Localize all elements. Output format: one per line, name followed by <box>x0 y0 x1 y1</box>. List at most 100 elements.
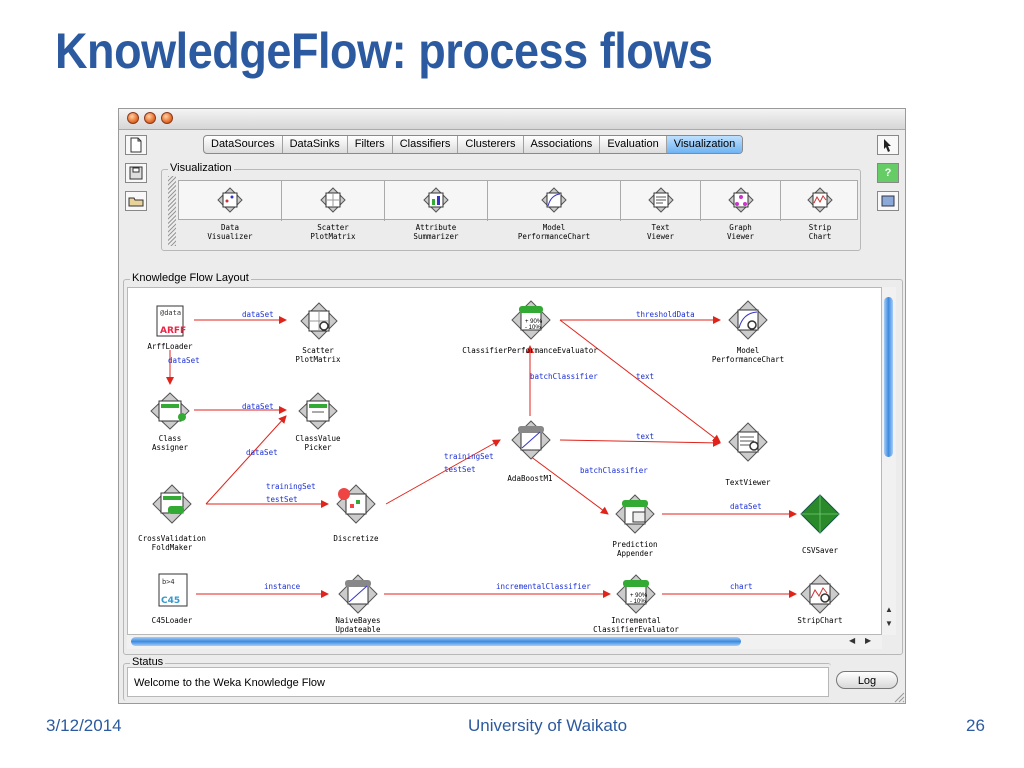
node-label: Prediction Appender <box>612 540 658 558</box>
status-field: Welcome to the Weka Knowledge Flow <box>127 667 829 697</box>
log-button[interactable]: Log <box>836 671 898 689</box>
save-disk-icon <box>129 166 143 180</box>
arrow-pointer-icon <box>884 139 891 152</box>
connection-label: trainingSet <box>444 452 494 461</box>
tool-label: Model PerformanceChart <box>517 223 591 241</box>
connection-label: batchClassifier <box>530 372 598 381</box>
tool-data-visualizer[interactable]: Data Visualizer <box>179 181 282 241</box>
tool-model-performance-chart[interactable]: Model PerformanceChart <box>488 181 621 241</box>
tool-attribute-summarizer[interactable]: Attribute Summarizer <box>385 181 488 241</box>
attribute-summarizer-icon <box>423 187 449 213</box>
strip-chart-icon <box>807 187 833 213</box>
node-label: C45Loader <box>151 616 193 625</box>
resize-grip-icon[interactable] <box>893 691 905 703</box>
node-label: AdaBoostM1 <box>507 474 553 483</box>
svg-text:- 10%: - 10% <box>525 325 541 331</box>
node-label: NaiveBayes Updateable <box>335 616 381 634</box>
connection-label: dataSet <box>168 356 200 365</box>
save-layout-button[interactable] <box>125 163 147 183</box>
tab-evaluation[interactable]: Evaluation <box>600 136 667 153</box>
palette-grip[interactable] <box>168 176 176 246</box>
node-label: Scatter PlotMatrix <box>295 346 341 364</box>
footer-date: 3/12/2014 <box>46 716 122 735</box>
data-visualizer-icon <box>217 187 243 213</box>
tab-classifiers[interactable]: Classifiers <box>393 136 459 153</box>
scatter-plot-matrix-icon[interactable] <box>300 302 338 340</box>
incremental-evaluator-icon[interactable]: + 90%- 10% <box>616 574 656 614</box>
horizontal-scroll-thumb[interactable] <box>131 637 741 646</box>
class-value-picker-icon[interactable] <box>298 392 338 430</box>
classifier-performance-evaluator-icon[interactable]: + 90%- 10% <box>511 300 551 340</box>
class-assigner-icon[interactable] <box>150 392 190 430</box>
csv-saver-icon[interactable] <box>800 494 840 534</box>
connection-line <box>529 455 609 515</box>
graph-viewer-icon <box>728 187 754 213</box>
connection-label: thresholdData <box>636 310 695 319</box>
vertical-scroll-thumb[interactable] <box>884 297 893 457</box>
tool-graph-viewer[interactable]: Graph Viewer <box>701 181 781 241</box>
adaboost-icon[interactable] <box>511 420 551 460</box>
tab-visualization[interactable]: Visualization <box>666 136 743 153</box>
tool-label: Strip Chart <box>808 223 832 241</box>
layout-window-button[interactable] <box>877 191 899 211</box>
text-viewer-icon[interactable] <box>728 422 768 462</box>
node-label: ClassifierPerformanceEvaluator <box>462 346 598 355</box>
connection-label: dataSet <box>242 310 274 319</box>
connection-line <box>559 438 721 447</box>
connection-label: instance <box>264 582 301 591</box>
tab-clusterers[interactable]: Clusterers <box>458 136 524 153</box>
strip-chart-icon[interactable] <box>800 574 840 614</box>
prediction-appender-icon[interactable] <box>615 494 655 534</box>
visualization-legend: Visualization <box>168 162 234 174</box>
node-label: Class Assigner <box>151 434 189 452</box>
zoom-window-button[interactable] <box>161 112 173 124</box>
tool-scatter-plot-matrix[interactable]: Scatter PlotMatrix <box>282 181 385 241</box>
connection-label: text <box>636 372 655 381</box>
new-layout-button[interactable] <box>125 135 147 155</box>
connection-label: testSet <box>266 495 298 504</box>
naive-bayes-icon[interactable] <box>338 574 378 614</box>
question-icon: ? <box>884 167 892 179</box>
svg-text:@data: @data <box>160 309 181 317</box>
tab-datasinks[interactable]: DataSinks <box>283 136 348 153</box>
tool-strip-chart[interactable]: Strip Chart <box>781 181 859 241</box>
vertical-scrollbar[interactable]: ▲ ▼ <box>882 287 896 635</box>
svg-text:ARFF: ARFF <box>160 326 186 336</box>
connection-lines <box>166 316 797 598</box>
node-label: CSVSaver <box>801 546 839 555</box>
scroll-right-arrow-icon[interactable]: ▶ <box>865 636 872 645</box>
open-layout-button[interactable] <box>125 191 147 211</box>
tab-datasources[interactable]: DataSources <box>204 136 283 153</box>
connection-label: testSet <box>444 465 476 474</box>
connection-line <box>559 319 721 443</box>
tool-label: Data Visualizer <box>207 223 253 241</box>
slide-title: KnowledgeFlow: process flows <box>55 23 713 79</box>
scroll-left-arrow-icon[interactable]: ◀ <box>849 636 856 645</box>
tool-strip: Data Visualizer Scatter PlotMatrix Attri… <box>178 180 859 241</box>
connection-label: text <box>636 432 655 441</box>
horizontal-scrollbar[interactable]: ◀ ▶ <box>127 635 882 649</box>
node-label: Discretize <box>333 534 379 543</box>
node-label: ArffLoader <box>147 342 193 351</box>
svg-text:C45: C45 <box>161 596 180 606</box>
tab-associations[interactable]: Associations <box>524 136 601 153</box>
close-window-button[interactable] <box>127 112 139 124</box>
pointer-tool-button[interactable] <box>877 135 899 155</box>
scroll-down-arrow-icon[interactable]: ▼ <box>885 619 893 628</box>
help-button[interactable]: ? <box>877 163 899 183</box>
tab-filters[interactable]: Filters <box>348 136 393 153</box>
svg-text:+ 90%: + 90% <box>525 319 543 325</box>
window-titlebar <box>119 109 905 130</box>
discretize-icon[interactable] <box>336 484 376 524</box>
tool-text-viewer[interactable]: Text Viewer <box>621 181 701 241</box>
connection-line <box>205 415 287 505</box>
footer-page-number: 26 <box>966 716 985 735</box>
cross-validation-icon[interactable] <box>152 484 192 524</box>
minimize-window-button[interactable] <box>144 112 156 124</box>
model-performance-chart-icon[interactable] <box>728 300 768 340</box>
tool-label: Attribute Summarizer <box>413 223 459 241</box>
scroll-up-arrow-icon[interactable]: ▲ <box>885 605 893 614</box>
